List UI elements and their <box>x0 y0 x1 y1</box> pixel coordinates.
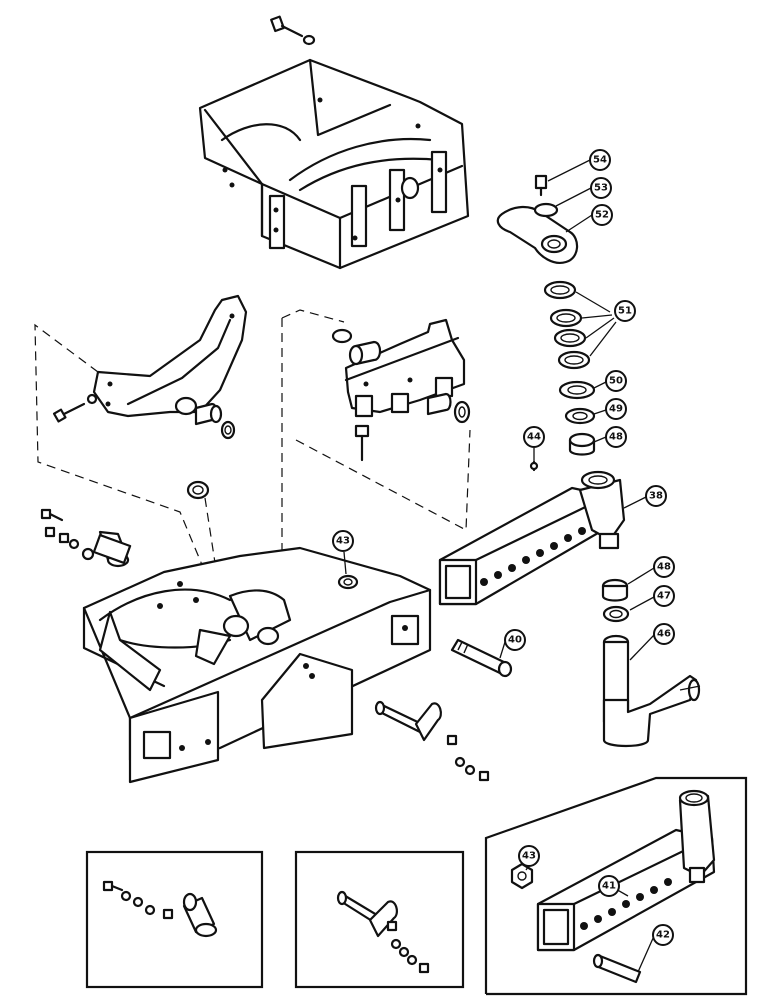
callout-38: 38 <box>645 485 667 507</box>
callout-54: 54 <box>589 149 611 171</box>
steering-arm <box>496 174 579 264</box>
bushing-43 <box>337 574 359 590</box>
callout-41: 41 <box>598 875 620 897</box>
svg-text:41: 41 <box>602 881 616 892</box>
callout-49: 49 <box>605 398 627 420</box>
callout-47: 47 <box>653 585 675 607</box>
svg-text:49: 49 <box>609 404 623 415</box>
bolster-housing <box>198 58 470 270</box>
pivot-pin-assembly <box>40 508 132 568</box>
svg-text:40: 40 <box>508 635 522 646</box>
axle-extension-38 <box>438 460 626 606</box>
top-bolt <box>270 15 316 46</box>
svg-text:42: 42 <box>656 930 670 941</box>
svg-text:54: 54 <box>593 155 607 166</box>
spindle-46 <box>601 578 701 748</box>
pin-40 <box>450 638 513 678</box>
svg-text:38: 38 <box>649 491 663 502</box>
rear-pivot-pin <box>374 700 490 782</box>
callout-52: 52 <box>591 204 613 226</box>
callout-48-upper: 48 <box>605 426 627 448</box>
left-pivot-bracket <box>52 294 248 440</box>
svg-text:52: 52 <box>595 210 609 221</box>
washer-stack <box>543 280 596 456</box>
callout-43-inset: 43 <box>518 845 540 867</box>
inset-box-2 <box>294 850 465 989</box>
inset-box-1 <box>85 850 264 989</box>
main-axle <box>82 546 432 784</box>
center-pivot-bracket <box>331 318 471 462</box>
svg-text:50: 50 <box>609 376 623 387</box>
callout-44: 44 <box>523 426 545 448</box>
callout-46: 46 <box>653 623 675 645</box>
svg-text:46: 46 <box>657 629 671 640</box>
callout-43-main: 43 <box>332 530 354 552</box>
callout-53: 53 <box>590 177 612 199</box>
svg-text:51: 51 <box>618 306 632 317</box>
svg-text:43: 43 <box>336 536 350 547</box>
svg-text:53: 53 <box>594 183 608 194</box>
svg-text:44: 44 <box>527 432 541 443</box>
callout-48-lower: 48 <box>653 556 675 578</box>
svg-text:43: 43 <box>522 851 536 862</box>
svg-text:48: 48 <box>609 432 623 443</box>
leader-lines <box>343 159 655 973</box>
svg-text:48: 48 <box>657 562 671 573</box>
callout-51: 51 <box>614 300 636 322</box>
svg-text:47: 47 <box>657 591 671 602</box>
gasket-ring <box>186 480 210 500</box>
callout-42: 42 <box>652 924 674 946</box>
inset-box-3 <box>484 776 748 996</box>
callout-50: 50 <box>605 370 627 392</box>
callout-40: 40 <box>504 629 526 651</box>
